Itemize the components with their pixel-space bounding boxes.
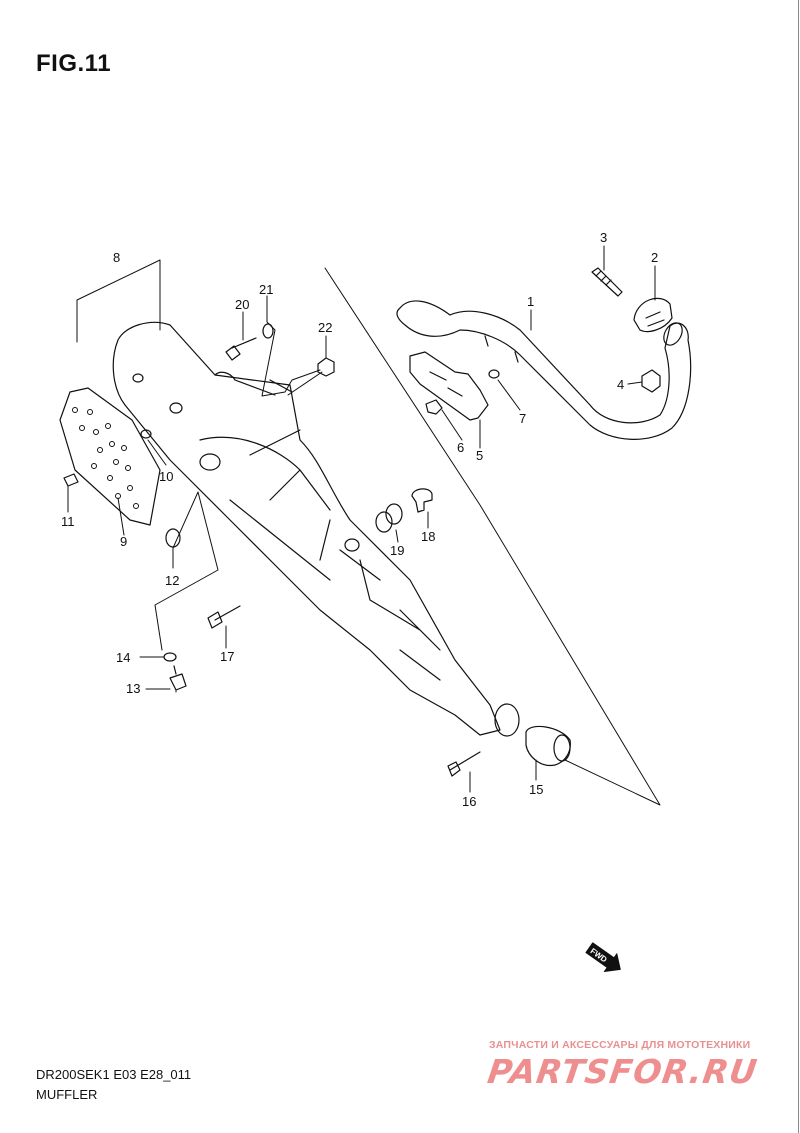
model-code: DR200SEK1 E03 E28_011 [36,1067,192,1082]
leader-lines [67,245,656,793]
bolt-17 [207,605,241,629]
figure-title: FIG.11 [36,50,112,77]
callout-11: 11 [61,514,75,529]
outlet-opening [494,703,520,737]
callout-18: 18 [421,529,435,544]
callout-2: 2 [651,250,658,265]
callout-4: 4 [617,377,624,392]
washer-21 [262,323,274,339]
bracket-bolt [425,399,443,415]
callout-13: 13 [126,681,140,696]
bracket-slots [429,371,463,397]
watermark-tagline: ЗАПЧАСТИ И АКСЕССУАРЫ ДЛЯ МОТОТЕХНИКИ [489,1039,751,1051]
callout-20: 20 [235,297,249,312]
callout-12: 12 [165,573,179,588]
small-washer [488,369,500,379]
callout-5: 5 [476,448,483,463]
bolt-16 [447,751,481,777]
tail-pipe-cap [525,725,571,767]
callout-numbers: 1 2 3 4 5 6 7 8 9 10 11 12 13 14 15 16 1… [61,230,658,809]
callout-1: 1 [527,294,534,309]
washer-10 [140,429,152,439]
callout-9: 9 [120,534,127,549]
forward-direction-arrow-icon: FWD [585,942,621,972]
section-name: MUFFLER [36,1087,98,1102]
callout-15: 15 [529,782,543,797]
stud-bolt [591,267,623,297]
callout-8: 8 [113,250,120,265]
washer-14 [163,652,177,662]
callout-21: 21 [259,282,273,297]
assembly-boundary-lines [76,259,661,806]
callout-14: 14 [116,650,130,665]
callout-3: 3 [600,230,607,245]
exhaust-flange [633,297,673,333]
callout-10: 10 [159,469,173,484]
bolt-13 [169,665,187,691]
bolt-18 [411,488,433,513]
muffler-body [112,321,501,736]
exhaust-pipe [396,300,692,440]
flange-nut [641,369,661,393]
callout-17: 17 [220,649,234,664]
callout-7: 7 [519,411,526,426]
screw-11 [63,473,79,487]
callout-16: 16 [462,794,476,809]
callout-19: 19 [390,543,404,558]
callout-22: 22 [318,320,332,335]
grommet-19 [375,503,403,533]
heat-shield-plate [59,387,161,526]
watermark-logo: PARTSFOR.RU [485,1052,761,1091]
pipe-protector-bracket [409,351,489,421]
page-border [798,0,799,1133]
callout-6: 6 [457,440,464,455]
bolt-20 [225,337,257,361]
